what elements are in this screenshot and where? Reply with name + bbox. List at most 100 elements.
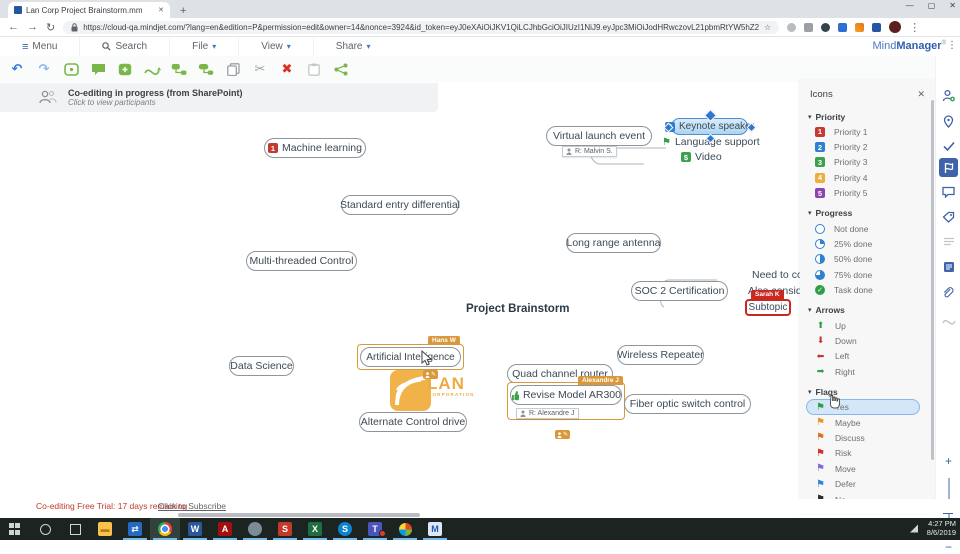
new-tab-button[interactable]: +: [180, 5, 187, 17]
image-icon[interactable]: [941, 259, 956, 274]
topic-artificial-intelligence[interactable]: Artificial Intelligence: [360, 347, 461, 367]
taskbar-clock[interactable]: 4:27 PM 8/6/2019: [927, 519, 956, 537]
task-view-button[interactable]: [60, 518, 90, 540]
taskbar-mindmanager[interactable]: M: [420, 518, 450, 540]
tag-panel-icon[interactable]: [941, 209, 956, 224]
section-flags[interactable]: ▾Flags: [808, 386, 838, 397]
taskbar-acrobat[interactable]: A: [210, 518, 240, 540]
topic-fiber-optic-switch-control[interactable]: Fiber optic switch control: [624, 394, 751, 414]
topic-long-range-antenna[interactable]: Long range antenna: [566, 233, 661, 253]
flag-panel-icon[interactable]: [939, 158, 958, 177]
paste-button[interactable]: [305, 61, 323, 77]
topic-need-to-com[interactable]: Need to com: [752, 269, 812, 281]
coediting-banner[interactable]: Co-editing in progress (from SharePoint)…: [0, 83, 438, 112]
tag-topic-button[interactable]: [62, 61, 80, 77]
icon-item-arrow-right[interactable]: ➡Right: [816, 366, 855, 377]
topic-video[interactable]: $ Video: [681, 151, 722, 163]
topic-wireless-repeater[interactable]: Wireless Repeater: [617, 345, 704, 365]
delete-button[interactable]: ✖: [281, 61, 293, 76]
bookmark-star-icon[interactable]: ☆: [764, 22, 772, 32]
window-minimize-button[interactable]: —: [905, 1, 914, 10]
panel-scrollbar[interactable]: [931, 100, 934, 460]
comment-panel-icon[interactable]: [941, 184, 956, 199]
start-button[interactable]: [0, 518, 30, 540]
section-arrows[interactable]: ▾Arrows: [808, 305, 845, 316]
icon-item-25-done[interactable]: 25% done: [806, 236, 920, 251]
resource-tag-malvin[interactable]: R: Malvin S.: [562, 146, 617, 157]
icon-item-flag-risk[interactable]: ⚑Risk: [816, 447, 852, 459]
browser-tab[interactable]: Lan Corp Project Brainstorm.mm ✕: [8, 2, 170, 18]
forward-button[interactable]: →: [27, 21, 38, 33]
browser-menu-icon[interactable]: ⋮: [909, 21, 921, 34]
icon-item-flag-discuss[interactable]: ⚑Discuss: [816, 432, 865, 444]
menu-button[interactable]: ≡ Menu: [0, 37, 81, 56]
share-menu[interactable]: Share ▾: [314, 37, 393, 56]
icon-item-flag-maybe[interactable]: ⚑Maybe: [816, 417, 861, 429]
taskbar-chrome[interactable]: [150, 518, 180, 540]
undo-button[interactable]: ↶: [11, 61, 23, 76]
add-subtopic-button[interactable]: [170, 61, 188, 77]
check-icon[interactable]: [941, 138, 956, 153]
taskbar-word[interactable]: W: [180, 518, 210, 540]
add-person-icon[interactable]: [941, 88, 956, 103]
attachment-icon[interactable]: [941, 286, 956, 301]
view-menu[interactable]: View ▾: [239, 37, 314, 56]
overflow-menu-icon[interactable]: ⋮: [947, 40, 957, 51]
horizontal-scrollbar[interactable]: [178, 513, 420, 517]
share-map-button[interactable]: [332, 61, 350, 77]
icon-item-75-done[interactable]: 75% done: [806, 267, 920, 282]
reload-button[interactable]: ↻: [46, 21, 56, 34]
add-topic-button[interactable]: [116, 61, 134, 77]
icon-item-arrow-up[interactable]: ⬆Up: [816, 320, 846, 331]
map-pin-icon[interactable]: [941, 114, 956, 129]
icon-item-flag-move[interactable]: ⚑Move: [816, 463, 856, 475]
extension-icon[interactable]: [855, 22, 865, 32]
topic-machine-learning[interactable]: 1 Machine learning: [264, 138, 366, 158]
icon-item-task-done[interactable]: ✓Task done: [806, 283, 920, 298]
window-close-button[interactable]: ✕: [949, 1, 956, 10]
section-priority[interactable]: ▾Priority: [808, 111, 846, 122]
icon-item-flag-yes[interactable]: ⚑Yes: [806, 399, 920, 415]
file-menu[interactable]: File ▾: [170, 37, 240, 56]
topic-soc2-certification[interactable]: SOC 2 Certification: [631, 281, 728, 301]
topic-virtual-launch-event[interactable]: Virtual launch event: [546, 126, 652, 146]
section-progress[interactable]: ▾Progress: [808, 208, 853, 219]
address-bar[interactable]: https://cloud-qa.mindjet.com/?lang=en&ed…: [63, 20, 780, 34]
browser-profile-avatar[interactable]: [889, 21, 902, 33]
relationship-panel-icon[interactable]: [941, 312, 956, 327]
copy-button[interactable]: [224, 61, 242, 77]
search-button[interactable]: Search: [80, 37, 171, 56]
subscribe-link[interactable]: Click to Subscribe: [158, 501, 227, 511]
taskbar-remote-tool[interactable]: [240, 518, 270, 540]
extension-icon[interactable]: [821, 22, 831, 32]
taskbar-file-explorer[interactable]: ▬: [90, 518, 120, 540]
topic-data-science[interactable]: Data Science: [229, 356, 294, 376]
zoom-out-button[interactable]: −: [944, 540, 952, 554]
close-icon[interactable]: ✕: [917, 89, 925, 99]
zoom-in-button[interactable]: +: [944, 454, 952, 468]
topic-alternate-control-drive[interactable]: Alternate Control drive: [359, 412, 467, 432]
topic-revise-model-ar300[interactable]: Revise Model AR300: [510, 385, 622, 405]
taskbar-capture-tool[interactable]: S: [270, 518, 300, 540]
extension-icon[interactable]: [838, 22, 848, 32]
icon-item-flag-defer[interactable]: ⚑Defer: [816, 478, 856, 490]
extension-icon[interactable]: [787, 22, 797, 32]
topic-multi-threaded-control[interactable]: Multi-threaded Control: [246, 251, 357, 271]
extension-icon[interactable]: [804, 22, 814, 32]
comment-button[interactable]: [89, 61, 107, 77]
resource-tag-alexandre[interactable]: R: Alexandre J: [516, 408, 579, 419]
icon-item-arrow-down[interactable]: ⬇Down: [816, 335, 857, 346]
back-button[interactable]: ←: [8, 21, 19, 33]
window-maximize-button[interactable]: ▢: [927, 1, 936, 10]
topic-subtopic[interactable]: Subtopic: [745, 299, 791, 316]
taskbar-search-button[interactable]: [30, 518, 60, 540]
taskbar-office[interactable]: [390, 518, 420, 540]
system-tray[interactable]: 4:27 PM 8/6/2019: [909, 519, 956, 537]
tab-close-icon[interactable]: ✕: [158, 7, 164, 14]
taskbar-skype[interactable]: S: [330, 518, 360, 540]
redo-button[interactable]: ↷: [38, 61, 50, 76]
